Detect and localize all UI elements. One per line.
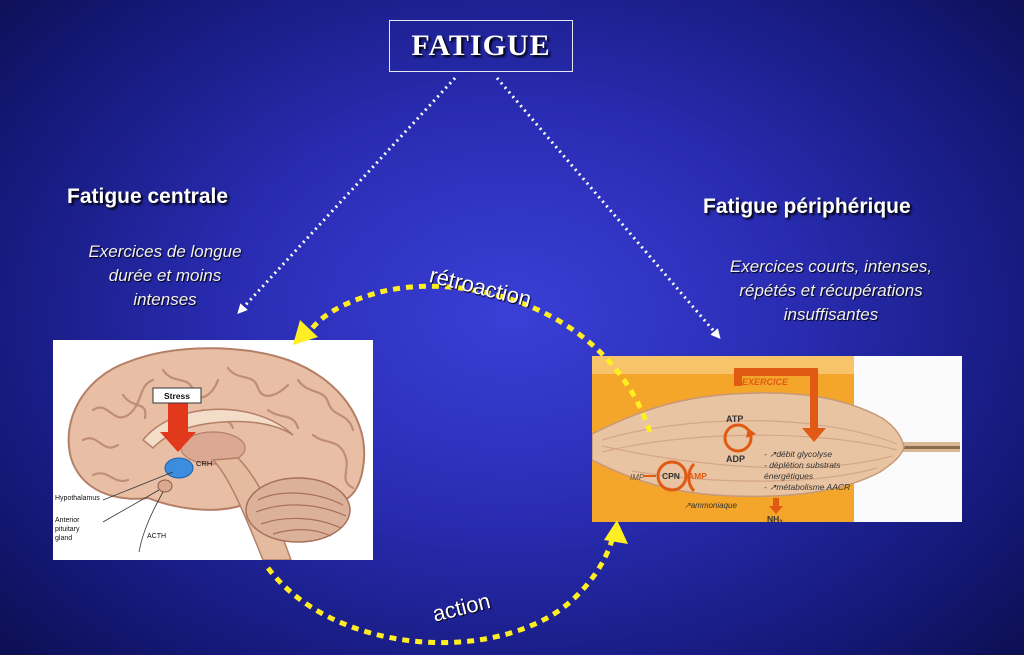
pituitary-label-line: gland xyxy=(55,535,72,542)
desc-line: Exercices de longue xyxy=(88,242,242,261)
adp-label: ADP xyxy=(726,454,745,464)
ammoniaque-label: ↗ammoniaque xyxy=(684,501,738,510)
central-fatigue-heading: Fatigue centrale xyxy=(67,185,229,208)
central-fatigue-description: Exercices de longue durée et moins inten… xyxy=(55,240,275,312)
effect-line: - ↗métabolisme AACR xyxy=(764,482,850,492)
feedback-arrowhead xyxy=(293,320,318,345)
muscle-illustration: EXERCICE ATP ADP CPN AMP IMP ↗ammoniaque… xyxy=(592,356,962,522)
pituitary-label-line: pituitary xyxy=(55,526,80,533)
desc-line: durée et moins xyxy=(108,266,222,285)
peripheral-fatigue-description: Exercices courts, intenses, répétés et r… xyxy=(700,255,962,327)
amp-label: AMP xyxy=(688,471,707,481)
stress-label: Stress xyxy=(164,391,190,401)
effect-line: - déplétion substrats xyxy=(764,460,841,470)
acth-label: ACTH xyxy=(147,533,166,540)
imp-label: IMP xyxy=(630,473,645,482)
effect-line: énergétiques xyxy=(764,471,814,481)
brain-illustration: Stress CRH Hypothalamus Anterior pituita… xyxy=(53,340,373,560)
feedback-arc xyxy=(305,283,653,433)
title: FATIGUE xyxy=(411,29,551,62)
hypothalamus-label: Hypothalamus xyxy=(55,495,100,502)
crh-label: CRH xyxy=(196,459,212,468)
title-box: FATIGUE xyxy=(389,20,573,72)
brain-svg: Stress CRH Hypothalamus Anterior pituita… xyxy=(55,347,366,560)
cpn-label: CPN xyxy=(662,471,680,481)
desc-line: répétés et récupérations xyxy=(739,281,923,300)
atp-label: ATP xyxy=(726,414,743,424)
muscle-svg: EXERCICE ATP ADP CPN AMP IMP ↗ammoniaque… xyxy=(592,356,960,522)
title-to-peripheral-arrow xyxy=(495,77,721,340)
exercice-label: EXERCICE xyxy=(742,377,789,387)
title-to-central-arrow xyxy=(237,76,457,314)
desc-line: intenses xyxy=(133,290,197,309)
desc-line: insuffisantes xyxy=(783,305,879,324)
peripheral-fatigue-heading: Fatigue périphérique xyxy=(703,195,911,218)
nh3-label: NH3 xyxy=(767,514,783,522)
action-arc xyxy=(266,539,615,645)
effect-line: - ↗débit glycolyse xyxy=(764,449,832,459)
desc-line: Exercices courts, intenses, xyxy=(729,257,933,276)
action-arrowhead xyxy=(604,520,628,544)
pituitary-label-line: Anterior xyxy=(55,517,80,524)
